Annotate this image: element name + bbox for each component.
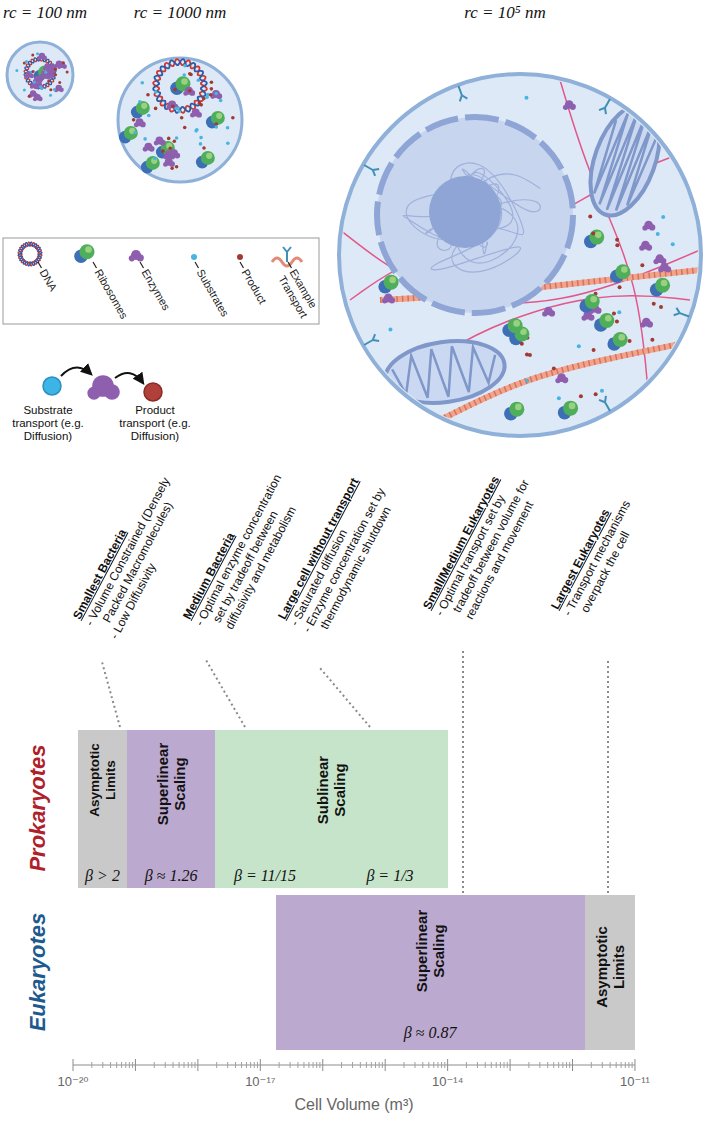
band-title: Asymptotic Limits bbox=[87, 730, 118, 830]
annotation-block: Large cell without transport- Saturated … bbox=[275, 460, 407, 641]
leader-lines bbox=[102, 648, 608, 893]
cell-radius-title: rc = 100 nm bbox=[3, 3, 87, 23]
band-title: Sublinear Scaling bbox=[314, 740, 349, 840]
domain-label: Eukaryotes bbox=[25, 913, 50, 1032]
band-title: Asymptotic Limits bbox=[593, 917, 628, 1017]
reaction-arrow bbox=[61, 367, 91, 376]
scaling-band: Superlinear Scaling β ≈ 0.87 bbox=[276, 895, 585, 1050]
scaling-exponent: β ≈ 0.87 bbox=[404, 1024, 457, 1042]
tick-label: 10⁻²⁰ bbox=[58, 1075, 89, 1090]
scaling-band: Asymptotic Limits bbox=[585, 895, 635, 1050]
annotation-block: Small/Medium Eukaryotes- Optimal transpo… bbox=[420, 450, 552, 631]
scaling-band: Asymptotic Limits β > 2 bbox=[78, 730, 127, 888]
tick-label: 10⁻¹⁴ bbox=[432, 1075, 463, 1090]
annotation-block: Largest Eukaryotes- Transport mechanisms… bbox=[548, 450, 667, 624]
legend-icons bbox=[18, 242, 302, 266]
transport-caption: Product transport (e.g. Diffusion) bbox=[111, 404, 199, 444]
tick-label: 10⁻¹⁷ bbox=[245, 1075, 275, 1090]
transport-caption: Substrate transport (e.g. Diffusion) bbox=[4, 404, 92, 444]
scaling-band: Sublinear Scaling β = 11/15 β = 1/3 bbox=[215, 730, 448, 888]
scaling-exponent: β > 2 bbox=[85, 867, 120, 885]
cell-radius-title: rc = 1000 nm bbox=[134, 3, 227, 23]
scaling-band: Superlinear Scaling β ≈ 1.26 bbox=[127, 730, 215, 888]
domain-label: Prokaryotes bbox=[25, 744, 50, 871]
cell-radius-title: rc = 10⁵ nm bbox=[464, 3, 545, 23]
band-title: Superlinear Scaling bbox=[154, 734, 189, 834]
scaling-exponent: β = 1/3 bbox=[366, 867, 413, 885]
reaction-arrow bbox=[115, 373, 143, 383]
legend-frame bbox=[3, 238, 319, 324]
volume-axis bbox=[73, 1059, 635, 1071]
cell-illustrations bbox=[7, 42, 701, 436]
scaling-exponent: β = 11/15 bbox=[234, 867, 296, 885]
annotation-bullet: - Transport mechanisms overpack the cell bbox=[560, 457, 667, 625]
scaling-exponent: β ≈ 1.26 bbox=[145, 867, 198, 885]
axis-title: Cell Volume (m³) bbox=[294, 1096, 413, 1114]
band-title: Superlinear Scaling bbox=[413, 901, 448, 1001]
tick-label: 10⁻¹¹ bbox=[620, 1075, 650, 1090]
